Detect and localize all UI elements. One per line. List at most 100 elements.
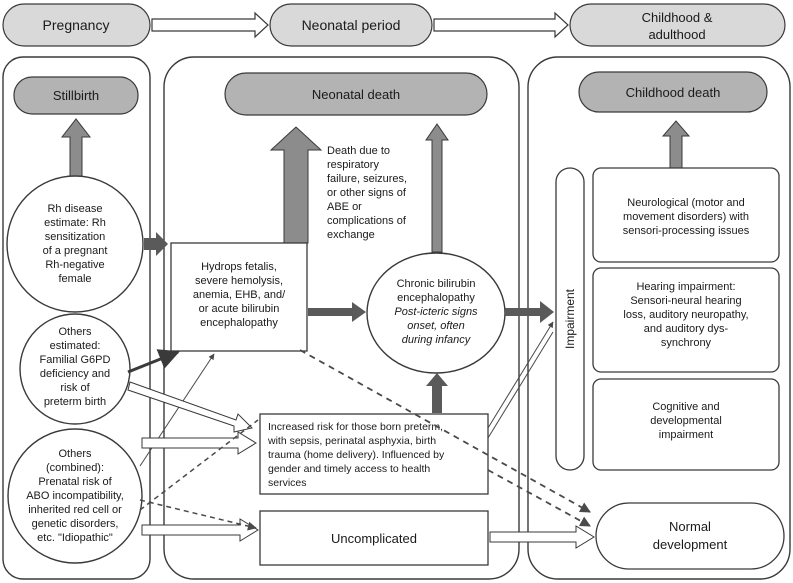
childhood-death-oval xyxy=(578,71,768,113)
arrow-rh-to-hydrops xyxy=(144,232,168,256)
rh-disease-line-5: Rh-negative xyxy=(45,259,104,271)
impairment-bar xyxy=(555,167,585,471)
chronic-be-line-2: encephalopathy xyxy=(397,292,475,304)
stage-neonatal xyxy=(269,3,433,47)
arrow-dashed-hydrops-to-normal xyxy=(299,349,591,513)
death-causes-line-6: complications of xyxy=(327,215,407,227)
hydrops-box xyxy=(170,242,308,352)
stage-pregnancy xyxy=(2,3,151,47)
stage-pregnancy-label: Pregnancy xyxy=(43,17,110,33)
arrow-est-to-risk xyxy=(127,381,253,433)
stage-childhood-label-2: adulthood xyxy=(648,27,705,42)
stage-childhood-label-1: Childhood & xyxy=(642,10,713,25)
hearing-box xyxy=(592,267,780,373)
stage-arrow-2 xyxy=(433,11,569,39)
rh-disease-line-4: of a pregnant xyxy=(43,245,108,257)
childhood-column xyxy=(527,56,791,580)
stillbirth-oval xyxy=(13,76,139,115)
increased-risk-line-1: Increased risk for those born preterm, xyxy=(268,421,443,433)
others-estimated-line-6: preterm birth xyxy=(44,396,106,408)
hydrops-line-5: encephalopathy xyxy=(200,317,278,329)
death-causes-line-7: exchange xyxy=(327,229,375,241)
arrow-comb-to-risk xyxy=(141,431,257,455)
cognitive-box xyxy=(592,378,780,471)
others-combined-line-4: ABO incompatibility, xyxy=(26,490,124,502)
arrow-dashed-comb-to-risk xyxy=(139,419,259,511)
normal-development-oval xyxy=(595,502,785,570)
others-combined-line-1: Others xyxy=(58,448,92,460)
arrow-hydrops-to-chronic xyxy=(308,302,366,322)
death-causes-line-2: respiratory xyxy=(327,159,379,171)
uncomplicated-label: Uncomplicated xyxy=(331,531,417,546)
normal-development-line-2: development xyxy=(653,537,728,552)
arrow-to-childhood-death xyxy=(661,120,691,169)
arrow-others-est-to-hydrops xyxy=(127,349,180,374)
others-estimated-line-1: Others xyxy=(58,326,92,338)
others-estimated-circle xyxy=(19,313,131,425)
others-estimated-line-3: Familial G6PD xyxy=(40,354,111,366)
hearing-line-5: synchrony xyxy=(661,337,712,349)
others-combined-line-2: (combined): xyxy=(46,462,104,474)
others-combined-circle xyxy=(7,428,143,564)
arrow-chronic-to-death xyxy=(425,123,449,253)
neonatal-column xyxy=(163,56,520,580)
arrow-risk-to-impairment xyxy=(487,321,554,429)
arrow-uncomp-to-normal xyxy=(489,525,595,549)
arrow-risk-to-impairment-2 xyxy=(487,331,554,439)
arrow-hydrops-to-death xyxy=(269,126,323,244)
hearing-line-3: loss, auditory neuropathy, xyxy=(623,309,748,321)
increased-risk-line-3: trauma (home delivery). Influenced by xyxy=(268,449,445,461)
increased-risk-line-5: services xyxy=(268,477,307,489)
hearing-line-4: and auditory dys- xyxy=(644,323,729,335)
neurological-line-2: movement disorders) with xyxy=(623,211,749,223)
stage-neonatal-label: Neonatal period xyxy=(302,17,401,33)
cognitive-line-1: Cognitive and xyxy=(652,401,719,413)
arrow-comb-to-uncomplicated xyxy=(141,518,259,542)
hydrops-line-3: anemia, EHB, and/ xyxy=(193,289,286,301)
increased-risk-line-2: with sepsis, perinatal asphyxia, birth xyxy=(267,435,436,447)
cognitive-line-3: impairment xyxy=(659,429,713,441)
impairment-label: Impairment xyxy=(563,288,577,349)
stage-arrow-1 xyxy=(151,11,269,39)
death-causes-line-5: ABE or xyxy=(327,201,362,213)
chronic-be-line-3: Post-icteric signs xyxy=(394,306,478,318)
neurological-box xyxy=(592,167,780,263)
childhood-death-label: Childhood death xyxy=(626,85,721,100)
arrow-chronic-to-impairment xyxy=(505,301,554,323)
neurological-line-1: Neurological (motor and xyxy=(627,197,744,209)
increased-risk-line-4: gender and timely access to health xyxy=(268,463,430,475)
death-causes-line-1: Death due to xyxy=(327,145,390,157)
others-estimated-line-4: deficiency and xyxy=(40,368,110,380)
death-causes-line-3: failure, seizures, xyxy=(327,173,407,185)
arrow-to-stillbirth xyxy=(60,118,92,177)
hearing-line-2: Sensori-neural hearing xyxy=(630,295,741,307)
arrow-risk-to-chronic xyxy=(426,373,448,413)
rh-disease-line-1: Rh disease xyxy=(47,203,102,215)
stillbirth-label: Stillbirth xyxy=(53,88,99,103)
hydrops-line-1: Hydrops fetalis, xyxy=(201,261,277,273)
hearing-line-1: Hearing impairment: xyxy=(636,281,735,293)
arrow-dashed-risk-to-normal xyxy=(487,469,591,527)
rh-disease-line-6: female xyxy=(58,273,91,285)
others-combined-line-6: genetic disorders, xyxy=(32,518,119,530)
neonatal-death-oval xyxy=(224,72,488,116)
stage-childhood xyxy=(569,3,786,47)
others-combined-line-3: Prenatal risk of xyxy=(38,476,112,488)
hydrops-line-2: severe hemolysis, xyxy=(195,275,283,287)
others-combined-line-5: inherited red cell or xyxy=(28,504,122,516)
others-estimated-line-5: risk of xyxy=(60,382,90,394)
others-estimated-line-2: estimated: xyxy=(50,340,101,352)
normal-development-line-1: Normal xyxy=(669,519,711,534)
neurological-line-3: sensori-processing issues xyxy=(623,225,750,237)
rh-disease-circle xyxy=(6,175,144,313)
rh-disease-line-3: sensitization xyxy=(45,231,106,243)
cognitive-line-2: developmental xyxy=(650,415,722,427)
pregnancy-column xyxy=(2,56,151,580)
neonatal-death-label: Neonatal death xyxy=(312,87,400,102)
chronic-be-line-5: during infancy xyxy=(402,334,472,346)
uncomplicated-box xyxy=(259,510,489,566)
rh-disease-line-2: estimate: Rh xyxy=(44,217,106,229)
death-causes-line-4: or other signs of xyxy=(327,187,407,199)
